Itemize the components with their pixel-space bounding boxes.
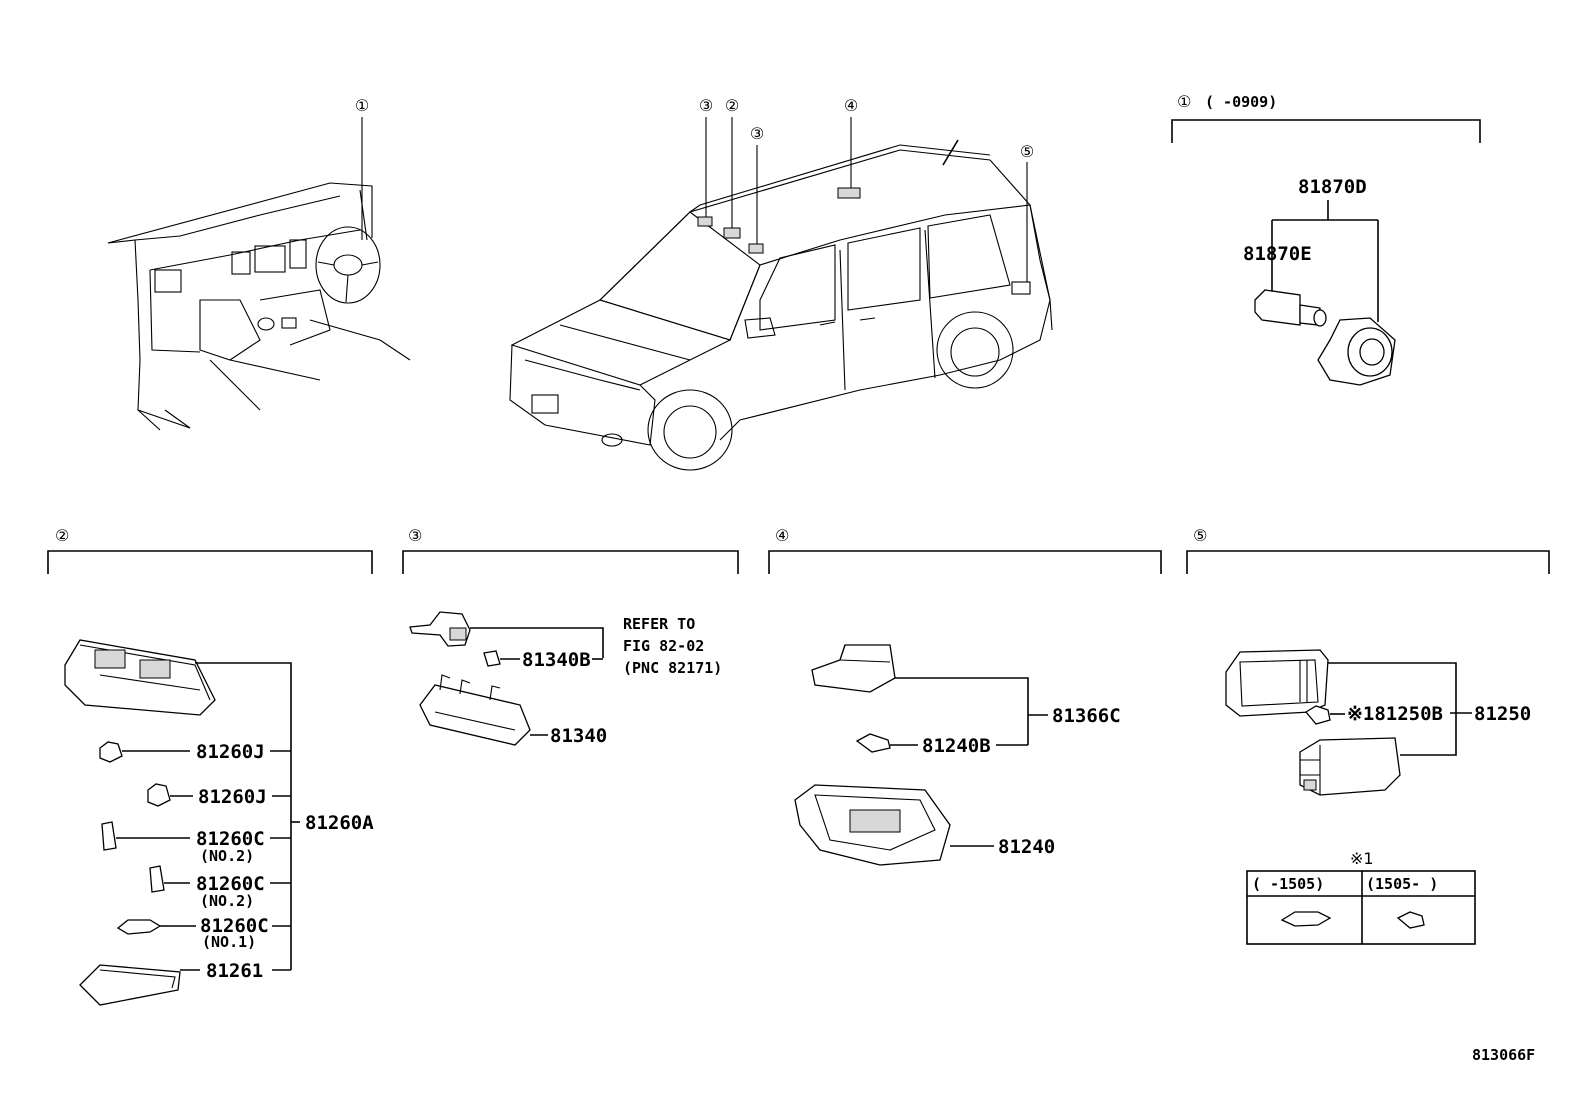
note-table-title: ※1 bbox=[1350, 849, 1374, 868]
note-table-col1: ( -1505) bbox=[1252, 875, 1324, 893]
callout-leaders bbox=[361, 117, 1028, 282]
part-81261-graphic bbox=[79, 964, 181, 1006]
part-81250B: ※181250B bbox=[1347, 703, 1443, 725]
part-81260C-c-graphic bbox=[116, 919, 162, 935]
part-81340-graphic bbox=[419, 674, 531, 746]
callout-circles: ① ③ ② ③ ④ ⑤ bbox=[355, 96, 1034, 161]
section-5-circle: ⑤ bbox=[1193, 526, 1207, 545]
part-81366C-module-graphic bbox=[811, 644, 896, 693]
section-3-circle: ③ bbox=[408, 526, 422, 545]
part-81260C-b: 81260C bbox=[196, 873, 265, 895]
part-81261: 81261 bbox=[206, 960, 263, 982]
callout-1-dash: ① bbox=[355, 96, 369, 115]
part-socket-graphic bbox=[409, 611, 471, 647]
part-81340B-graphic bbox=[483, 650, 501, 667]
part-81240: 81240 bbox=[998, 836, 1055, 858]
refer-text-1: REFER TO bbox=[623, 615, 695, 633]
part-81870D: 81870D bbox=[1298, 176, 1367, 198]
part-81250B-graphic bbox=[1305, 705, 1331, 725]
part-81260C-a-graphic bbox=[101, 821, 117, 851]
part-81260C-b-graphic bbox=[149, 865, 165, 893]
refer-text-2: FIG 82-02 bbox=[623, 637, 704, 655]
part-81260C-a: 81260C bbox=[196, 828, 265, 850]
part-81240B: 81240B bbox=[922, 735, 991, 757]
section-5: ⑤ ※181250B 81250 ※1 ( -1505) (1505- ) bbox=[1186, 526, 1550, 945]
part-81260J-a-graphic bbox=[99, 741, 123, 763]
refer-text-3: (PNC 82171) bbox=[623, 659, 722, 677]
part-81340B: 81340B bbox=[522, 649, 591, 671]
part-81366C: 81366C bbox=[1052, 705, 1121, 727]
part-81870E-graphic bbox=[1254, 289, 1327, 327]
part-81250-housing-graphic bbox=[1299, 737, 1401, 796]
dashboard-illustration bbox=[107, 182, 411, 431]
section-3: ③ 81340B REFER TO FIG 82-02 (PNC 82171) … bbox=[402, 526, 739, 747]
part-81260A-graphic bbox=[64, 639, 216, 716]
part-81870E: 81870E bbox=[1243, 243, 1312, 265]
callout-2: ② bbox=[725, 96, 739, 115]
section-2-circle: ② bbox=[55, 526, 69, 545]
callout-3-a: ③ bbox=[699, 96, 713, 115]
section-4: ④ 81366C 81240B 81240 bbox=[768, 526, 1162, 866]
part-81340: 81340 bbox=[550, 725, 607, 747]
festoon-bulb-icon bbox=[1280, 911, 1332, 927]
wedge-bulb-icon bbox=[1396, 911, 1425, 929]
part-81870D-graphic bbox=[1317, 317, 1396, 386]
callout-4: ④ bbox=[844, 96, 858, 115]
diagram-id: 813066F bbox=[1472, 1046, 1535, 1064]
section-1-range: ( -0909) bbox=[1205, 93, 1277, 111]
note-table: ※1 ( -1505) (1505- ) bbox=[1246, 849, 1476, 945]
section-1: ① ( -0909) 81870D 81870E bbox=[1171, 92, 1481, 386]
part-81260J-b: 81260J bbox=[198, 786, 267, 808]
part-81260J-a: 81260J bbox=[196, 741, 265, 763]
callout-5: ⑤ bbox=[1020, 142, 1034, 161]
part-81260C-a-note: (NO.2) bbox=[200, 847, 254, 865]
note-table-col2: (1505- ) bbox=[1366, 875, 1438, 893]
part-81260J-b-graphic bbox=[147, 783, 171, 807]
part-81250: 81250 bbox=[1474, 703, 1531, 725]
part-81250-lens-graphic bbox=[1225, 649, 1329, 717]
part-81260C-c-note: (NO.1) bbox=[202, 933, 256, 951]
part-81240-graphic bbox=[794, 784, 951, 866]
callout-3-b: ③ bbox=[750, 124, 764, 143]
section-4-circle: ④ bbox=[775, 526, 789, 545]
part-81260C-c: 81260C bbox=[200, 915, 269, 937]
section-1-circle: ① bbox=[1177, 92, 1191, 111]
part-81260A: 81260A bbox=[305, 812, 374, 834]
part-81240B-graphic bbox=[855, 733, 891, 753]
vehicle-illustration bbox=[509, 139, 1053, 471]
part-81260C-b-note: (NO.2) bbox=[200, 892, 254, 910]
section-2: ② 81260A 81260J 81260J 81260C (NO.2) bbox=[47, 526, 374, 1006]
